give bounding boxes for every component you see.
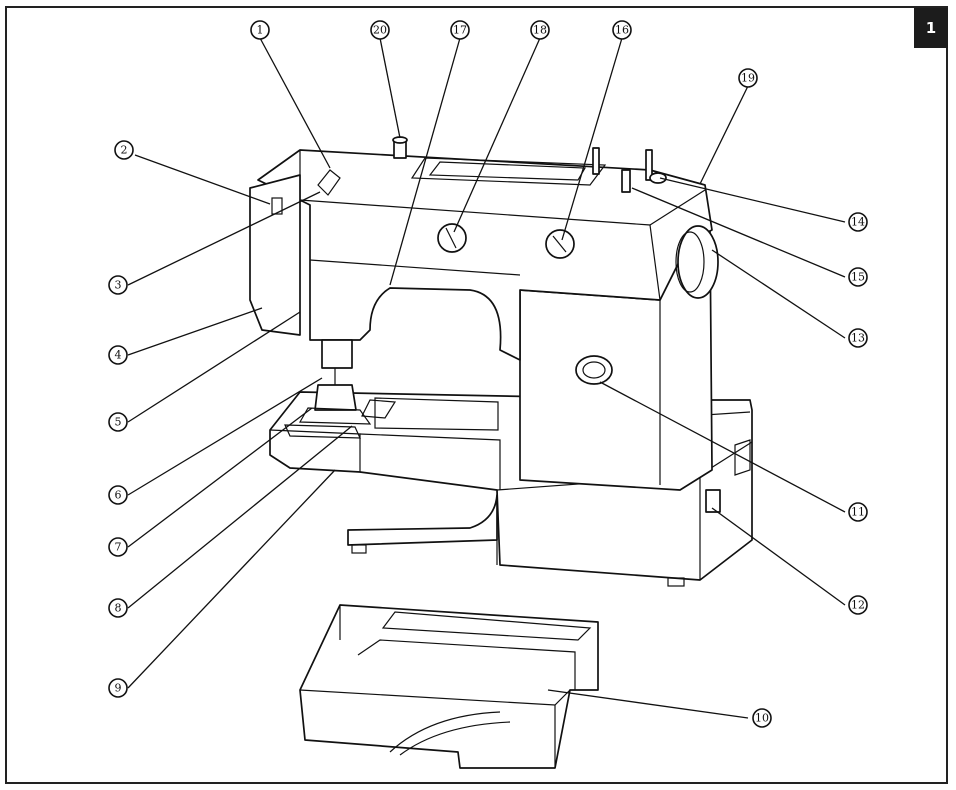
page-number-badge: 1 xyxy=(914,8,948,48)
callout-14: 14 xyxy=(848,212,868,232)
callout-8: 8 xyxy=(108,598,128,618)
callout-9: 9 xyxy=(108,678,128,698)
callout-5: 5 xyxy=(108,412,128,432)
machine-arm xyxy=(257,149,713,361)
callout-11: 11 xyxy=(848,502,868,522)
svg-text:15: 15 xyxy=(851,271,865,284)
svg-text:17: 17 xyxy=(453,24,467,37)
svg-text:16: 16 xyxy=(615,24,629,37)
callout-1: 1 xyxy=(250,20,270,40)
svg-text:14: 14 xyxy=(851,216,865,229)
svg-text:8: 8 xyxy=(115,602,122,615)
leader-lines xyxy=(127,37,846,719)
figure-frame xyxy=(5,6,948,784)
callout-19: 19 xyxy=(738,68,758,88)
svg-text:1: 1 xyxy=(257,24,264,37)
extension-table xyxy=(299,604,599,769)
callout-2: 2 xyxy=(114,140,134,160)
callout-20: 20 xyxy=(370,20,390,40)
callout-10: 10 xyxy=(752,708,772,728)
svg-text:19: 19 xyxy=(741,72,755,85)
svg-text:20: 20 xyxy=(373,24,387,37)
callout-4: 4 xyxy=(108,345,128,365)
svg-text:2: 2 xyxy=(121,144,128,157)
callout-12: 12 xyxy=(848,595,868,615)
svg-text:9: 9 xyxy=(115,682,122,695)
callout-labels: 1 20 17 18 16 19 2 14 3 15 13 4 5 11 6 7… xyxy=(108,20,868,728)
svg-text:7: 7 xyxy=(115,541,122,554)
callout-7: 7 xyxy=(108,537,128,557)
svg-text:6: 6 xyxy=(115,489,122,502)
svg-text:10: 10 xyxy=(755,712,769,725)
callout-15: 15 xyxy=(848,267,868,287)
callout-18: 18 xyxy=(530,20,550,40)
svg-text:11: 11 xyxy=(851,506,865,519)
callout-13: 13 xyxy=(848,328,868,348)
svg-text:4: 4 xyxy=(115,349,122,362)
svg-text:5: 5 xyxy=(115,416,122,429)
callout-6: 6 xyxy=(108,485,128,505)
callout-16: 16 xyxy=(612,20,632,40)
svg-text:12: 12 xyxy=(851,599,865,612)
callout-17: 17 xyxy=(450,20,470,40)
sewing-machine xyxy=(249,136,753,587)
svg-text:13: 13 xyxy=(851,332,865,345)
svg-text:18: 18 xyxy=(533,24,547,37)
callout-3: 3 xyxy=(108,275,128,295)
svg-text:3: 3 xyxy=(115,279,122,292)
